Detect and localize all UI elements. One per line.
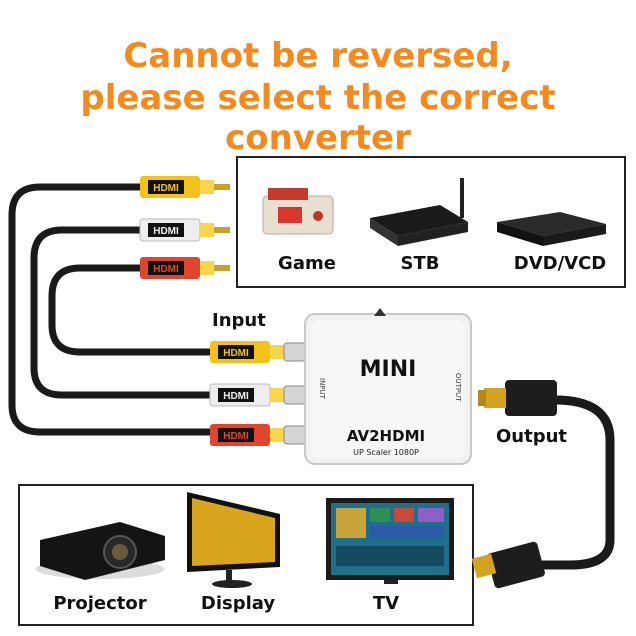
rca-plug-label: HDMI bbox=[223, 431, 249, 442]
projector-icon bbox=[36, 522, 165, 580]
set-top-box-icon bbox=[370, 178, 468, 246]
source-label-game: Game bbox=[278, 253, 336, 274]
input-label: Input bbox=[212, 310, 266, 331]
headline-line-2: please select the correct converter bbox=[80, 78, 556, 158]
output-label-projector: Projector bbox=[53, 593, 147, 614]
rca-plug-white-input: HDMI bbox=[209, 383, 307, 407]
converter-model: AV2HDMI bbox=[347, 427, 425, 445]
converter-output-side-label: OUTPUT bbox=[454, 373, 462, 402]
rca-plug-red-top: HDMI bbox=[140, 257, 230, 279]
converter-subtitle: UP Scaler 1080P bbox=[353, 448, 419, 457]
source-label-stb: STB bbox=[400, 253, 440, 274]
rca-plug-label: HDMI bbox=[153, 264, 179, 275]
rca-plug-label: HDMI bbox=[223, 391, 249, 402]
rca-plug-yellow-input: HDMI bbox=[210, 341, 307, 363]
game-console-icon bbox=[262, 188, 334, 235]
converter-brand: MINI bbox=[360, 357, 417, 382]
output-label: Output bbox=[496, 426, 568, 447]
output-label-display: Display bbox=[200, 593, 276, 614]
converter-input-side-label: INPUT bbox=[318, 378, 326, 400]
hdmi-plug-bottom bbox=[471, 541, 545, 589]
monitor-icon bbox=[187, 492, 280, 588]
output-label-tv: TV bbox=[372, 593, 400, 614]
rca-plug-yellow-top: HDMI bbox=[140, 176, 230, 198]
rca-plug-label: HDMI bbox=[153, 183, 179, 194]
rca-plug-red-input: HDMI bbox=[210, 424, 307, 446]
source-label-dvd-vcd: DVD/VCD bbox=[513, 253, 607, 274]
rca-plug-label: HDMI bbox=[153, 226, 179, 237]
hdmi-plug-top bbox=[478, 380, 557, 416]
rca-plug-white-top: HDMI bbox=[139, 218, 230, 242]
rca-cables bbox=[8, 183, 216, 436]
headline-line-1: Cannot be reversed, bbox=[123, 36, 513, 76]
converter-box: MINI AV2HDMI UP Scaler 1080P INPUT OUTPU… bbox=[304, 308, 472, 465]
hdmi-cable bbox=[535, 395, 615, 570]
tv-icon bbox=[326, 498, 454, 584]
rca-plug-label: HDMI bbox=[223, 348, 249, 359]
dvd-player-icon bbox=[497, 212, 606, 246]
